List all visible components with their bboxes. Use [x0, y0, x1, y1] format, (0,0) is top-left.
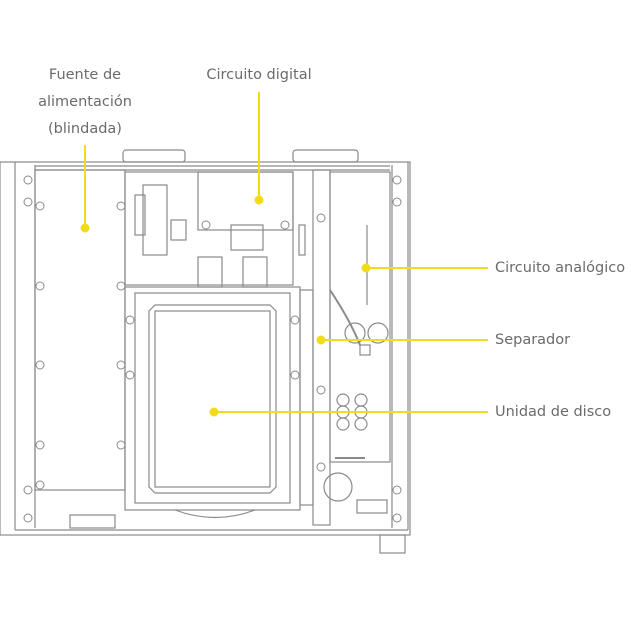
disc-drive-frame [124, 286, 301, 511]
chassis-outline [0, 161, 411, 536]
separator-label: Separador [495, 332, 571, 348]
analog-circuit-label: Circuito analógico [495, 260, 626, 276]
power-supply-label: Fuente de alimentación (blindada) [20, 62, 150, 143]
power-supply-label-line: Fuente de [48, 67, 122, 83]
separator-plate [312, 169, 331, 526]
disc-tray [148, 304, 277, 494]
disc-drive-label: Unidad de disco [495, 404, 612, 420]
digital-board [124, 171, 294, 286]
power-supply-shield [34, 169, 126, 491]
analog-board [329, 171, 391, 463]
power-supply-label-line: (blindada) [48, 121, 122, 137]
digital-circuit-label: Circuito digital [206, 67, 312, 83]
power-supply-label-line: alimentación [38, 94, 132, 110]
